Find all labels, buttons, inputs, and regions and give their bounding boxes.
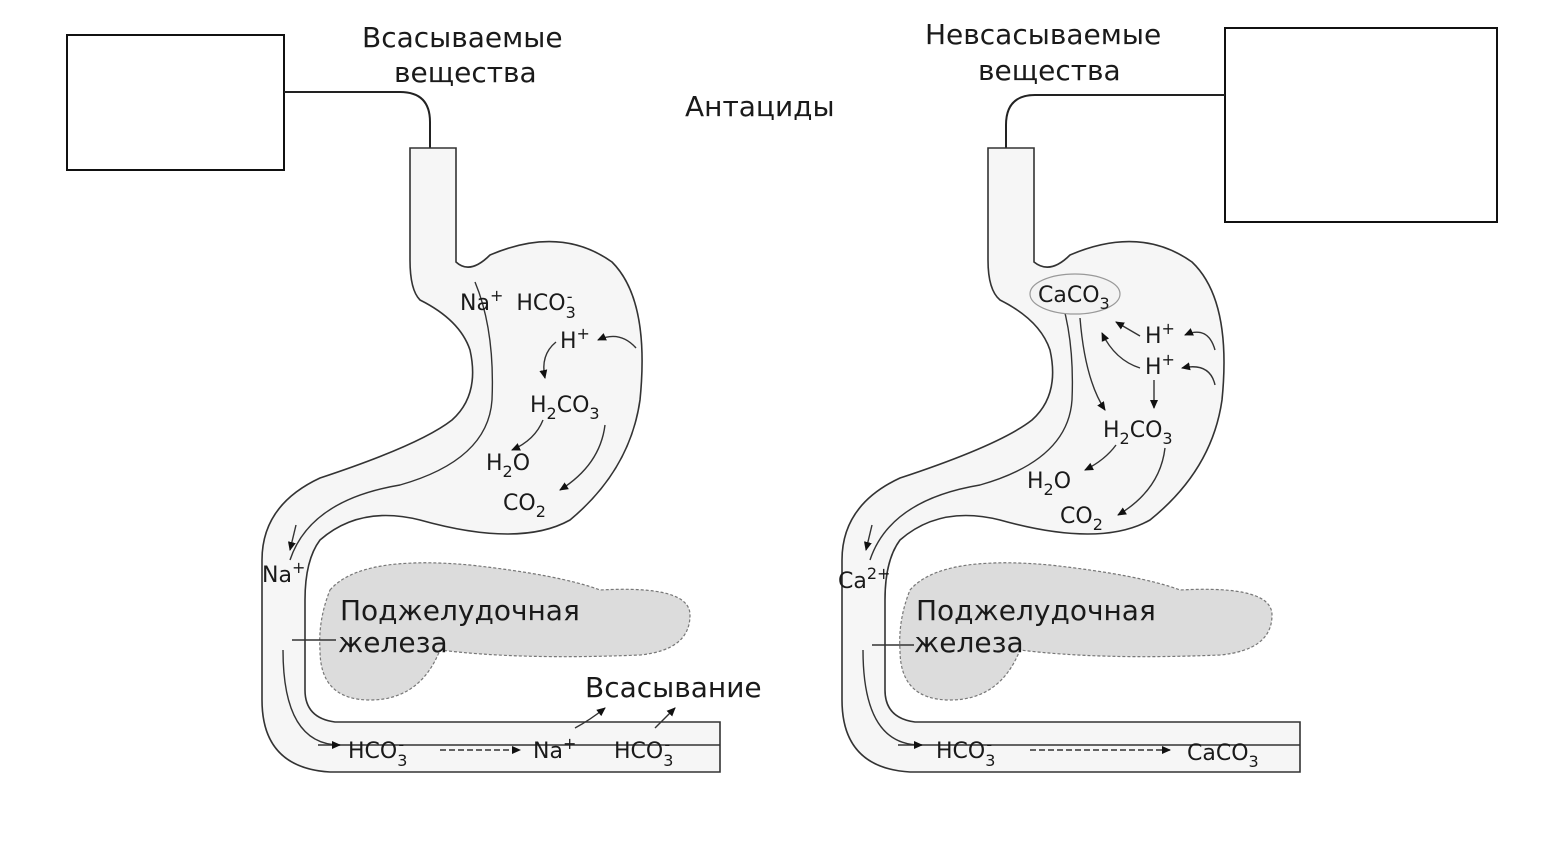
right-stomach-outline — [841, 147, 1301, 773]
right-int-caco3: CaCO3 — [1187, 741, 1259, 771]
right-caco3: CaCO3 — [1038, 283, 1110, 313]
left-h-to-h2co3-arrow — [539, 341, 557, 379]
right-h1-in-arrow — [1184, 328, 1216, 351]
right-caco3-tablet — [1029, 273, 1121, 315]
left-duodenum-ion: Na+ — [262, 558, 305, 588]
left-answer-box[interactable] — [66, 34, 285, 171]
left-pancreas — [319, 562, 691, 701]
left-heading-line1: Всасываемые — [362, 21, 563, 54]
diagram-title: Антациды — [685, 90, 835, 123]
left-heading-line2: вещества — [394, 56, 537, 89]
left-h2o-arrow — [511, 419, 544, 451]
left-intake-arrow — [284, 91, 437, 214]
right-heading-line1: Невсасываемые — [925, 18, 1161, 51]
right-h2o-arrow — [1084, 444, 1117, 471]
right-heading-line2: вещества — [978, 54, 1121, 87]
right-h2-in-arrow — [1181, 362, 1216, 386]
right-duodenum-ion: Ca2+ — [838, 564, 890, 594]
left-pancreas-label-2: железа — [338, 626, 448, 659]
left-inner-line — [289, 281, 494, 561]
left-int-hco3-2: HCO3- — [614, 735, 673, 770]
left-h2o: H2O — [486, 451, 530, 481]
right-answer-box[interactable] — [1224, 27, 1498, 223]
right-h1-to-caco3-arrow — [1115, 321, 1141, 337]
right-h2o: H2O — [1027, 469, 1071, 499]
right-intake-arrow — [999, 94, 1225, 214]
right-int-hco3: HCO3- — [936, 735, 995, 770]
right-inner-line — [869, 281, 1074, 561]
right-h-ion-1: H+ — [1145, 319, 1175, 349]
left-na-hco3: Na+ HCO3- — [460, 282, 576, 322]
right-pancreas — [899, 562, 1273, 701]
left-co2-arrow — [559, 424, 606, 491]
right-caco3-to-h2co3-arrow — [1079, 317, 1106, 411]
right-h2-to-caco3-arrow — [1101, 332, 1141, 369]
left-pancreas-label-1: Поджелудочная — [340, 594, 580, 627]
right-h-ion-2: H+ — [1145, 350, 1175, 380]
right-co2-arrow — [1117, 447, 1166, 516]
left-h2co3: H2CO3 — [530, 393, 600, 423]
left-absorption-label: Всасывание — [585, 671, 762, 704]
left-co2: CO2 — [503, 491, 546, 521]
left-h-arrow-in — [597, 333, 637, 349]
right-pancreas-label-1: Поджелудочная — [916, 594, 1156, 627]
right-pancreas-label-2: железа — [914, 626, 1024, 659]
left-h-ion: H+ — [560, 324, 590, 354]
left-int-hco3: HCO3- — [348, 735, 407, 770]
left-panel: Всасываемые вещества Поджелудочная желез… — [66, 21, 762, 773]
left-absorb-arrow-2 — [654, 707, 676, 729]
right-co2: CO2 — [1060, 504, 1103, 534]
left-int-na: Na+ — [533, 734, 576, 764]
left-absorb-arrow-1 — [574, 707, 606, 729]
right-h2co3: H2CO3 — [1103, 418, 1173, 448]
left-stomach-outline — [261, 147, 721, 773]
right-ca-down-arrow — [863, 524, 873, 551]
left-na-down-arrow — [287, 524, 297, 551]
right-panel: Невсасываемые вещества Поджелудочная жел… — [838, 18, 1498, 773]
